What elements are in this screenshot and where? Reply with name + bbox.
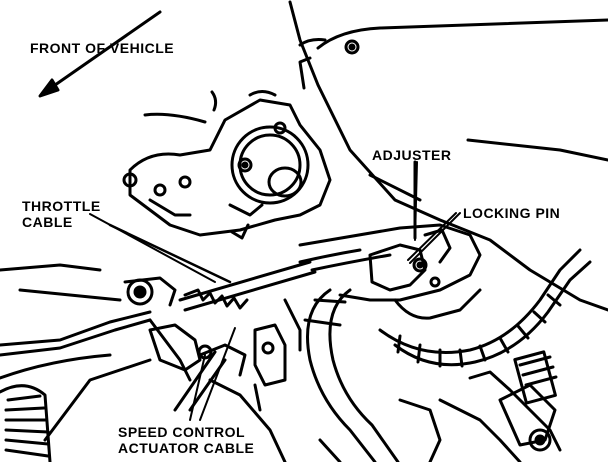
vacuum-hose: [303, 288, 400, 462]
front-of-vehicle-label: FRONT OF VEHICLE: [30, 40, 175, 56]
throttle-cable: [108, 223, 392, 312]
fender-and-cables: [0, 263, 152, 442]
locking-pin-label: LOCKING PIN: [463, 205, 561, 221]
wiring-loom: [378, 248, 592, 368]
sensor-connector: [438, 350, 562, 462]
throttle-cable-label: THROTTLE CABLE: [22, 198, 101, 230]
speed-control-cable: [148, 318, 247, 412]
speed-control-label-line2: ACTUATOR CABLE: [118, 440, 255, 456]
cable-bracket: [298, 160, 482, 320]
corrugated-hose: [0, 384, 52, 462]
speed-control-label-line1: SPEED CONTROL: [118, 424, 246, 440]
throttle-body: [122, 90, 332, 240]
throttle-cable-label-line2: CABLE: [22, 214, 73, 230]
linkage-blocks: [208, 298, 442, 462]
front-direction-arrow: [38, 10, 162, 98]
adjuster-label: ADJUSTER: [372, 147, 452, 163]
engine-cover: [288, 0, 608, 312]
speed-control-actuator-cable-label: SPEED CONTROL ACTUATOR CABLE: [118, 424, 254, 456]
throttle-cable-label-line1: THROTTLE: [22, 198, 101, 214]
leader-lines: [89, 161, 461, 421]
